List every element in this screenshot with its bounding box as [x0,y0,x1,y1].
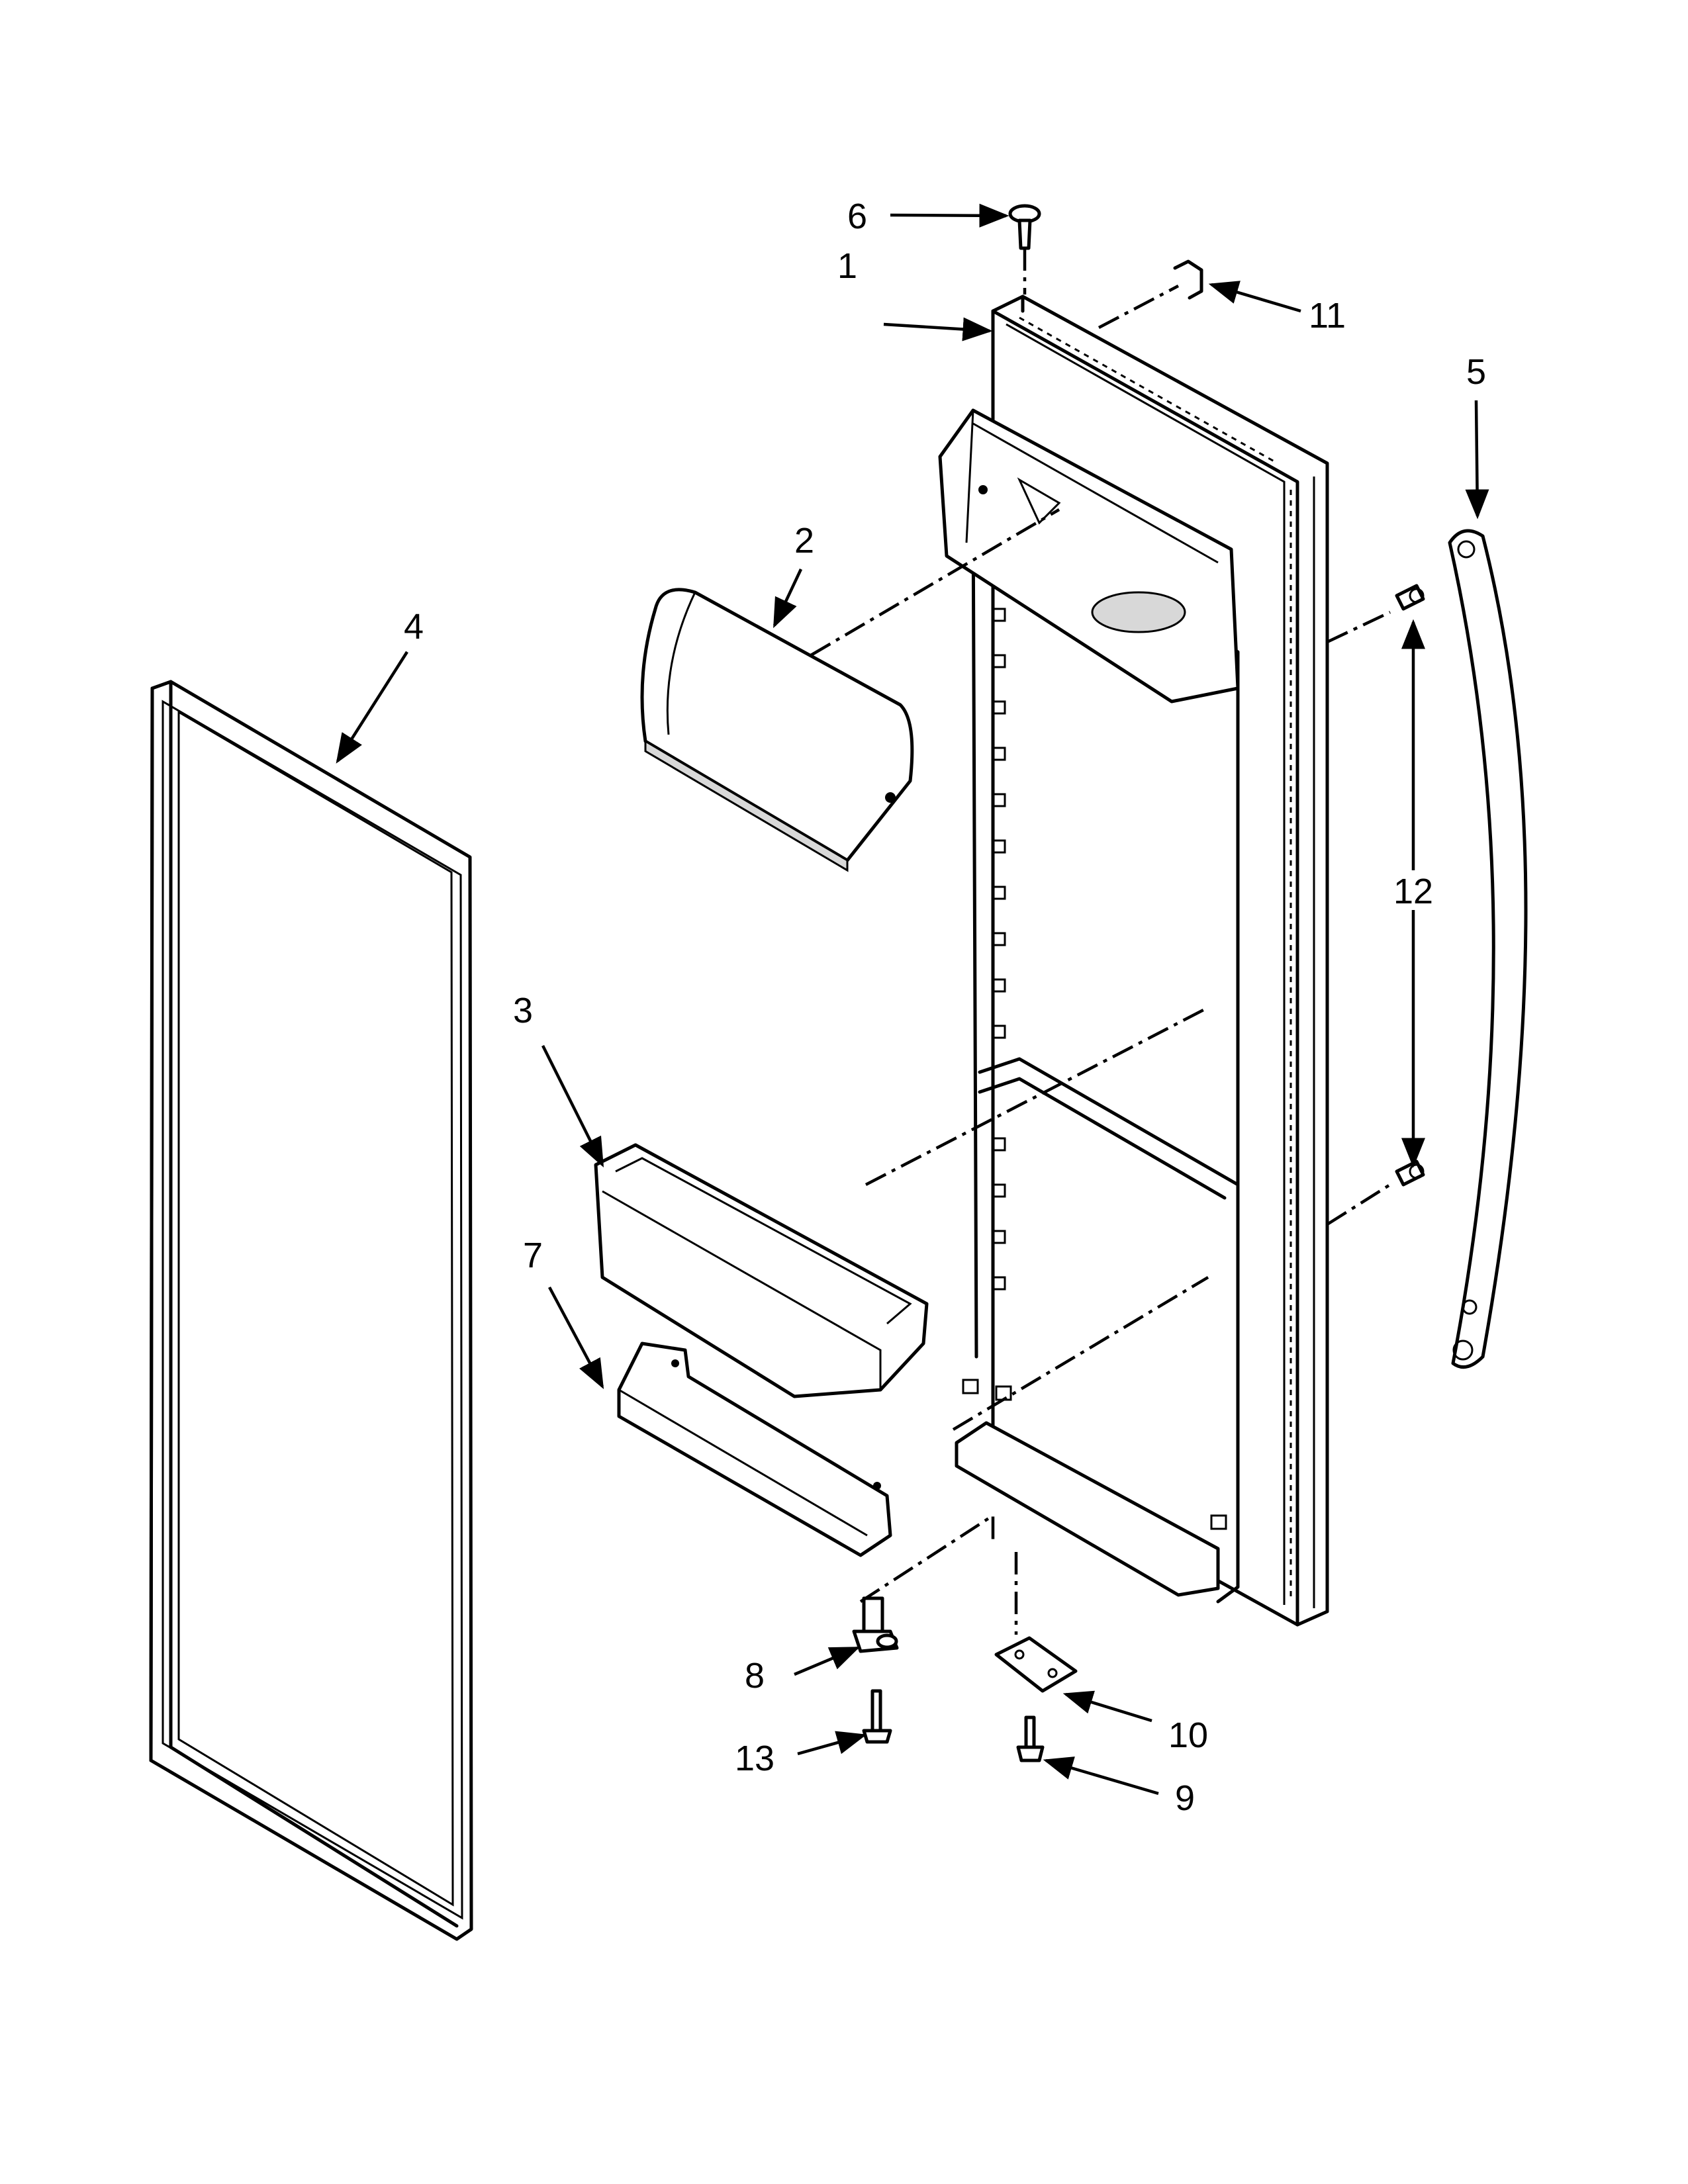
bracket-screw-part [1016,1715,1045,1762]
callout-4: 4 [404,607,424,647]
callout-9: 9 [1175,1778,1195,1818]
hinge-screw-part [862,1689,892,1744]
dairy-door-part [640,588,914,872]
handle-stud-upper [1395,584,1425,611]
callout-13: 13 [735,1739,774,1778]
leader-arrows [336,203,1489,1796]
alignment-lines [810,248,1391,1635]
callout-2: 2 [794,521,814,561]
bracket-part [994,1636,1078,1693]
bottom-door-bin-part [617,1342,892,1557]
door-plug-part [1008,204,1041,250]
callout-12: 12 [1393,872,1433,911]
callout-7: 7 [523,1236,543,1275]
callout-10: 10 [1168,1715,1208,1755]
door-liner-part [938,295,1329,1627]
callout-labels: 1 2 3 4 5 6 7 8 9 10 11 12 13 [404,197,1486,1818]
clip-part [1173,259,1203,300]
callout-5: 5 [1466,352,1486,392]
door-bin-part [594,1143,929,1398]
callout-1: 1 [837,246,857,286]
handle-stud-lower [1395,1160,1425,1187]
callout-6: 6 [847,197,867,236]
door-gasket-part [149,680,473,1941]
callout-3: 3 [513,991,533,1030]
callout-8: 8 [745,1656,765,1696]
hinge-pin-part [852,1596,899,1653]
door-handle-part [1448,529,1528,1369]
callout-11: 11 [1309,296,1346,336]
shelf-button-column [992,608,1006,1291]
